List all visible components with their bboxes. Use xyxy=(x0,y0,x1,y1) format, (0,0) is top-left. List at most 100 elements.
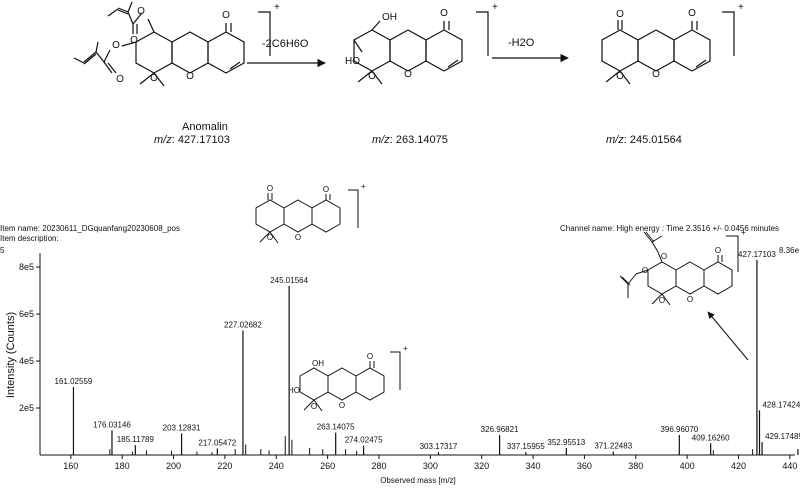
structure-fragment-245 xyxy=(601,20,711,85)
atom-o: O xyxy=(311,402,317,411)
inset-structure-263 xyxy=(299,351,401,412)
compound3-mz: m/z: 245.01564 xyxy=(606,134,682,146)
x-tick-label: 240 xyxy=(269,461,284,471)
hydroxyl-label: HO xyxy=(288,386,300,395)
atom-o: O xyxy=(688,8,696,19)
atom-o: O xyxy=(715,246,721,255)
x-tick-label: 180 xyxy=(115,461,130,471)
peak-label: 274.02475 xyxy=(345,436,383,445)
x-tick-label: 360 xyxy=(577,461,592,471)
atom-o: O xyxy=(616,71,624,82)
peak-label: 337.15955 xyxy=(507,442,545,451)
atom-o: O xyxy=(404,69,412,80)
atom-o: O xyxy=(652,69,660,80)
peak-label: 303.17317 xyxy=(420,442,458,451)
compound1-mz: m/z: 427.17103 xyxy=(154,134,230,146)
atom-o: O xyxy=(116,74,124,85)
y-tick-label: 8e5 xyxy=(19,262,34,272)
peak-label: 245.01564 xyxy=(270,276,308,285)
atom-o: O xyxy=(112,40,120,51)
atom-o: O xyxy=(150,73,158,84)
atom-o: O xyxy=(267,184,273,193)
atom-o: O xyxy=(687,295,693,304)
peak-label: 227.02682 xyxy=(224,321,262,330)
x-tick-label: 220 xyxy=(217,461,232,471)
y-tick-label: 6e5 xyxy=(19,309,34,319)
charge-sign: + xyxy=(403,344,408,353)
mz-value: : 263.14075 xyxy=(390,134,448,146)
item-description: Item description: xyxy=(0,234,59,243)
peak-label: 428.17424 xyxy=(762,400,800,409)
x-tick-label: 320 xyxy=(474,461,489,471)
channel-name: Channel name: High energy : Time 2.3516 … xyxy=(560,224,779,233)
x-tick-label: 420 xyxy=(731,461,746,471)
max-intensity: 8.36e xyxy=(779,246,800,255)
mz-value: : 245.01564 xyxy=(624,134,682,146)
peak-label: 409.16260 xyxy=(692,433,730,442)
atom-o: O xyxy=(616,9,624,20)
atom-o: O xyxy=(222,10,230,21)
inset-structure-427 xyxy=(619,231,749,361)
x-tick-label: 380 xyxy=(628,461,643,471)
x-tick-label: 260 xyxy=(320,461,335,471)
x-axis-title: Observed mass [m/z] xyxy=(380,476,456,485)
peak-label: 203.12831 xyxy=(163,423,201,432)
x-tick-label: 200 xyxy=(166,461,181,471)
arrow-label: -2C6H6O xyxy=(262,38,309,50)
structure-fragment-263 xyxy=(353,20,463,85)
y-tick-label: 4e5 xyxy=(19,356,34,366)
peak-label: 185.11789 xyxy=(117,435,155,444)
charge-sign: + xyxy=(361,182,366,191)
atom-o: O xyxy=(323,185,329,194)
arrow-label: -H2O xyxy=(508,37,535,49)
atom-o: O xyxy=(339,401,345,410)
charge-sign: + xyxy=(738,2,744,13)
charge-sign: + xyxy=(274,2,280,13)
y-tick-label: 2e5 xyxy=(19,403,34,413)
atom-o: O xyxy=(130,35,138,46)
atom-o: O xyxy=(137,6,145,17)
item-name: Item name: 20230611_DGquanfang20230608_p… xyxy=(0,224,180,233)
peak-label: 427.17103 xyxy=(738,250,776,259)
mz-prefix: m/z xyxy=(372,134,390,146)
atom-o: O xyxy=(659,296,665,305)
peak-label: 429.17489 xyxy=(765,432,800,441)
atom-o: O xyxy=(186,71,194,82)
y-axis-title: Intensity (Counts) xyxy=(5,312,17,398)
peak-label: 396.96070 xyxy=(660,425,698,434)
structure-anomalin xyxy=(73,1,245,87)
compound-name: Anomalin xyxy=(182,121,228,133)
reaction-scheme: O O O O O O O + Anomalin m/z: 427.17103 … xyxy=(73,1,744,146)
charge-sign: + xyxy=(741,228,746,237)
x-tick-label: 400 xyxy=(680,461,695,471)
peak-label: 176.03146 xyxy=(93,420,131,429)
x-tick-label: 340 xyxy=(526,461,541,471)
axis-fragment: 5 xyxy=(0,246,5,255)
x-tick-label: 160 xyxy=(63,461,78,471)
hydroxyl-label: OH xyxy=(312,359,324,368)
peak-label: 326.96821 xyxy=(481,425,519,434)
mass-spectrum: 2e5 4e5 6e5 8e5 160 180 200 220 240 260 280 300 320… xyxy=(5,250,800,485)
x-tick-label: 440 xyxy=(782,461,797,471)
peak-label: 161.02559 xyxy=(55,377,93,386)
peak-label: 371.22483 xyxy=(594,441,632,450)
atom-o: O xyxy=(267,233,273,242)
atom-o: O xyxy=(368,71,376,82)
mz-prefix: m/z xyxy=(154,134,172,146)
hydroxyl-label: HO xyxy=(345,56,360,67)
hydroxyl-label: OH xyxy=(382,12,397,23)
mz-prefix: m/z xyxy=(606,134,624,146)
x-tick-label: 300 xyxy=(423,461,438,471)
charge-sign: + xyxy=(492,2,498,13)
compound2-mz: m/z: 263.14075 xyxy=(372,134,448,146)
atom-o: O xyxy=(295,233,301,242)
peak-label: 217.05472 xyxy=(198,438,236,447)
peak-label: 352.95513 xyxy=(547,438,585,447)
peak-label: 263.14075 xyxy=(317,423,355,432)
inset-structure-245 xyxy=(255,189,359,244)
atom-o: O xyxy=(661,252,667,261)
atom-o: O xyxy=(440,8,448,19)
x-tick-label: 280 xyxy=(371,461,386,471)
atom-o: O xyxy=(367,352,373,361)
